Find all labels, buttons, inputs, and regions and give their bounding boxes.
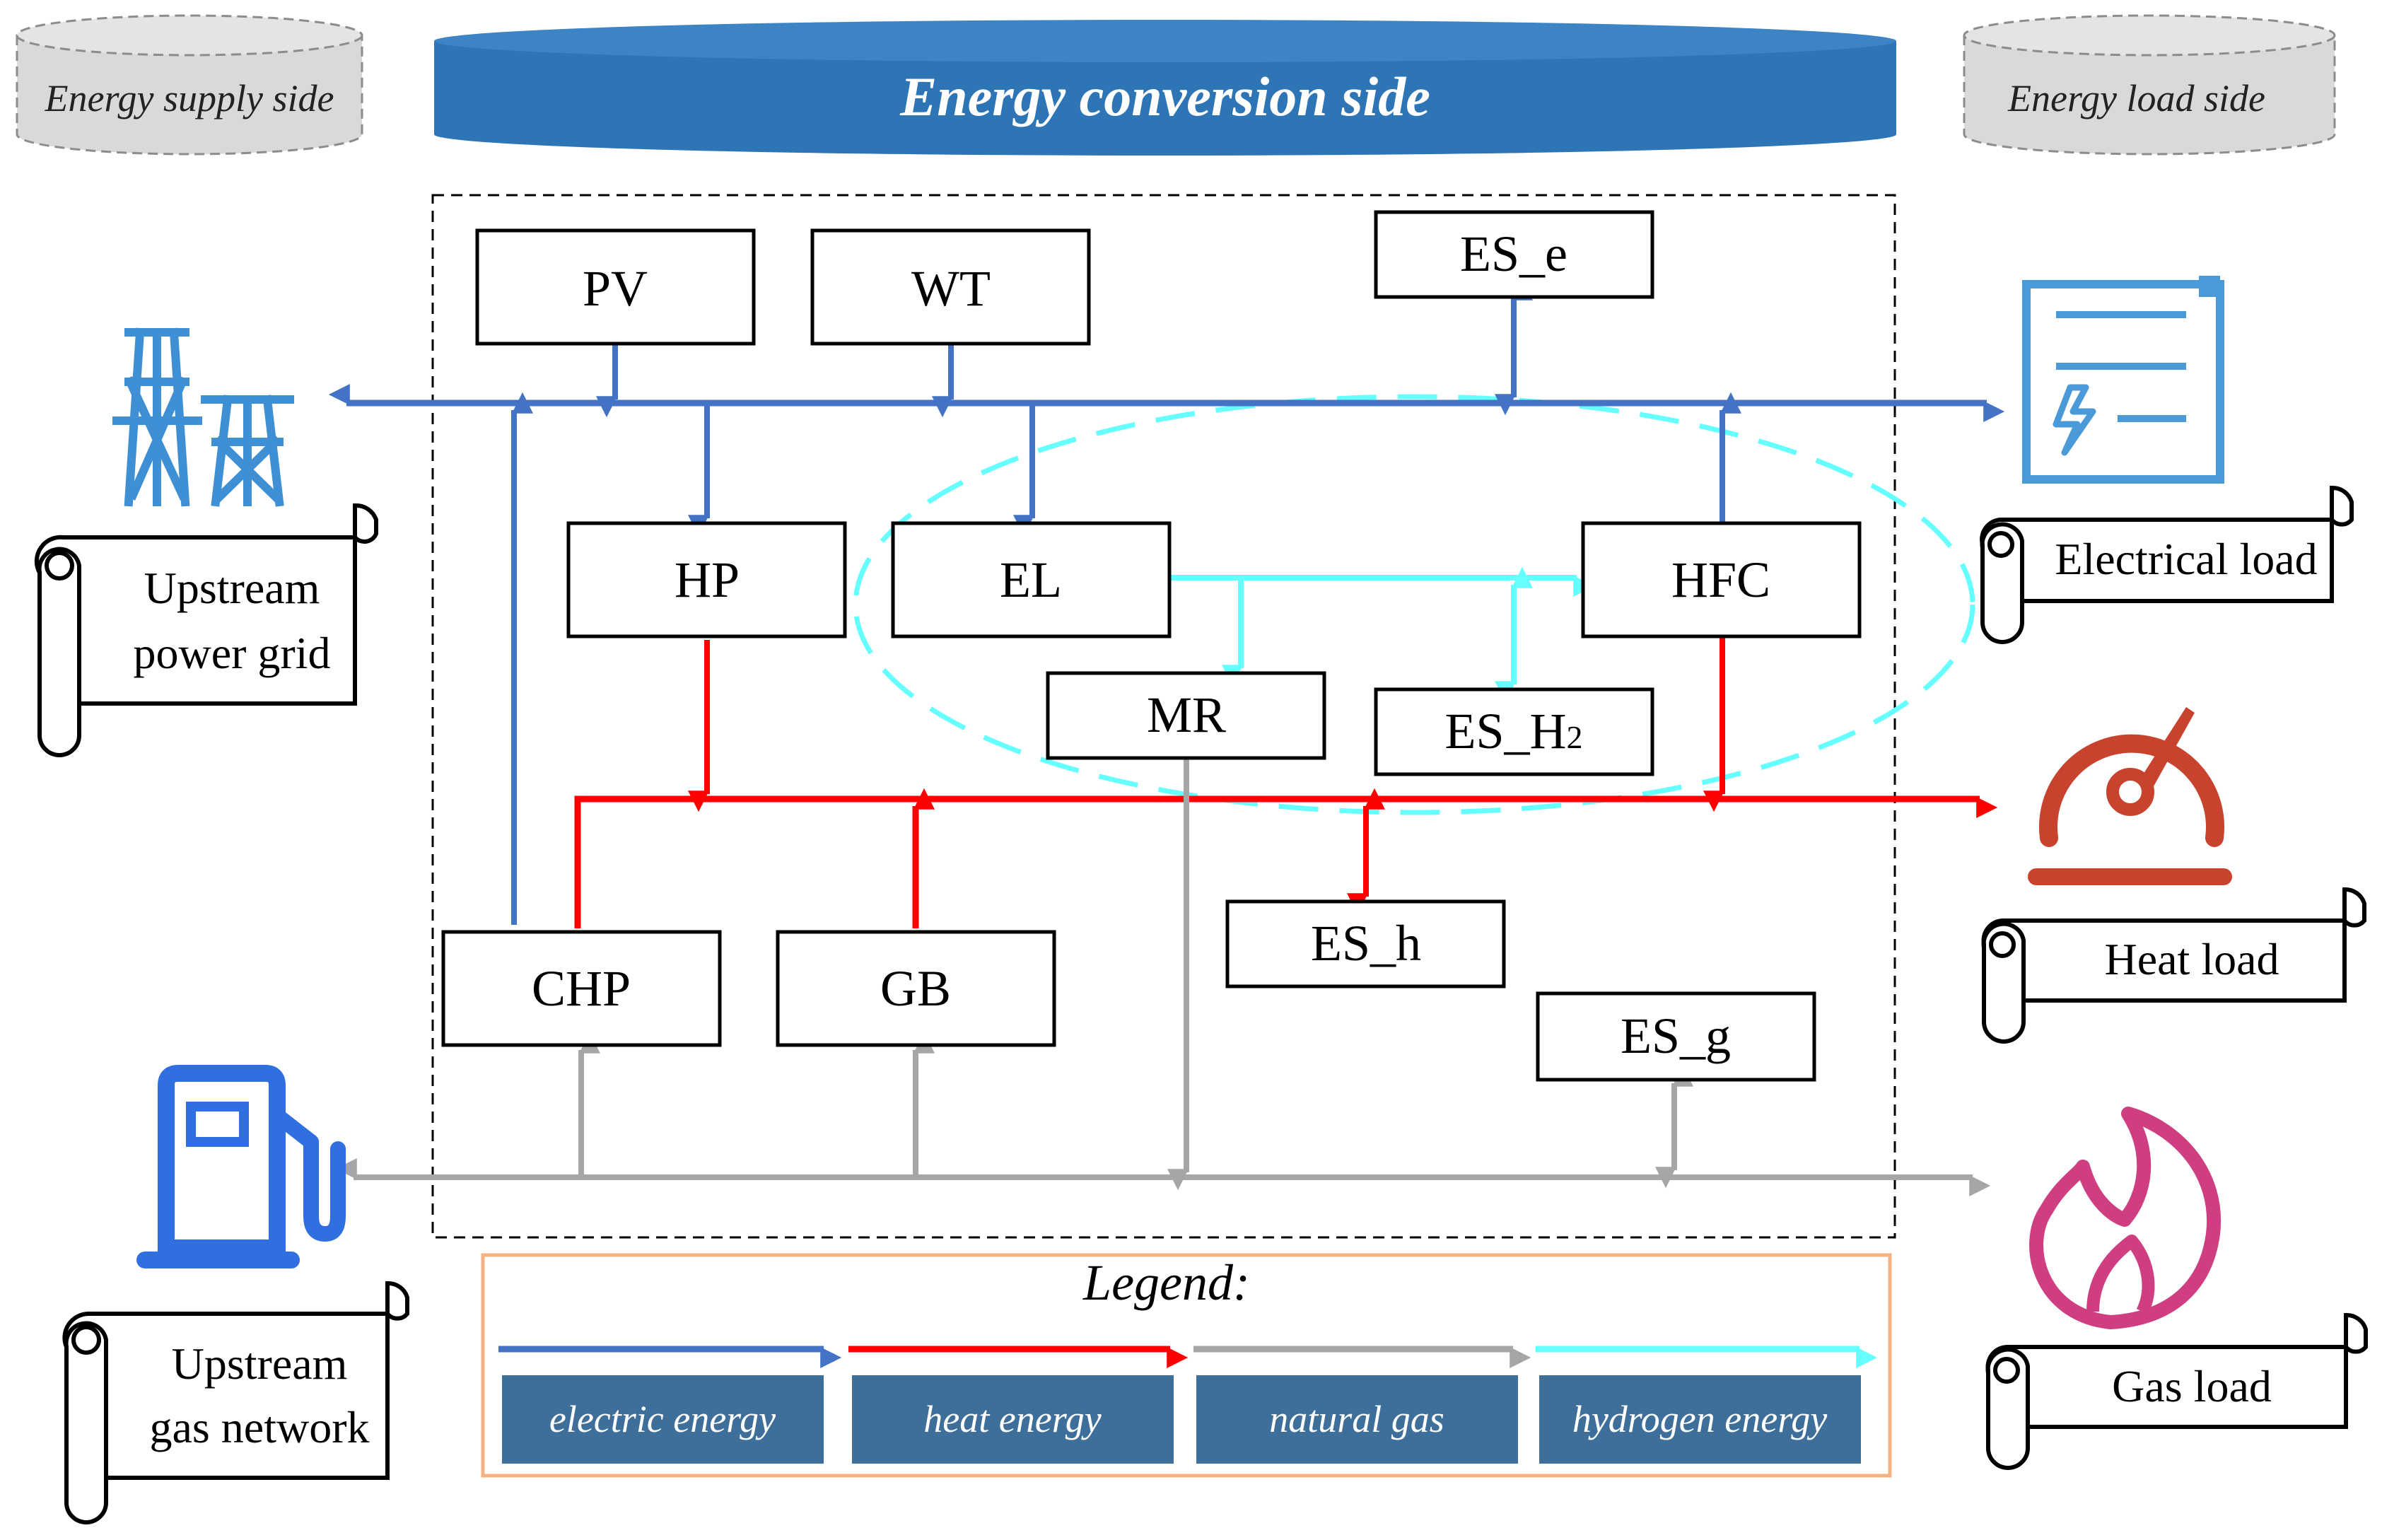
- legend-electric-box: [502, 1375, 824, 1464]
- device-wt-label: WT: [911, 260, 991, 317]
- device-es-h2-label: ES_H2: [1444, 703, 1582, 759]
- hydrogen-subsystem-outline: [853, 394, 1975, 815]
- document-bolt-icon: [2022, 276, 2224, 484]
- device-es-e-label: ES_e: [1460, 226, 1567, 282]
- scroll-heat-load: Heat load: [1981, 887, 2366, 1044]
- device-hfc: HFC: [1581, 521, 1862, 638]
- device-pv: PV: [475, 228, 756, 346]
- device-mr-label: MR: [1147, 687, 1226, 743]
- power-tower-icon: [112, 327, 294, 507]
- header-load-label: Energy load side: [2007, 77, 2265, 119]
- device-chp-label: CHP: [532, 960, 631, 1017]
- header-conversion-label: Energy conversion side: [899, 66, 1430, 127]
- device-el: EL: [891, 521, 1172, 638]
- scroll-upstream-power-line1: Upstream: [144, 563, 320, 613]
- scroll-electrical-load-label: Electrical load: [2055, 534, 2317, 584]
- device-pv-label: PV: [583, 260, 648, 317]
- legend: Legend: electric energy heat energy natu…: [481, 1253, 1892, 1478]
- legend-title: Legend:: [1082, 1254, 1250, 1311]
- system-boundary: [431, 194, 1896, 1239]
- scroll-upstream-power-line2: power grid: [133, 628, 330, 678]
- scroll-upstream-gas-line2: gas network: [149, 1402, 369, 1452]
- device-mr: MR: [1046, 671, 1326, 760]
- scroll-upstream-gas: Upstream gas network: [62, 1281, 409, 1524]
- device-hfc-label: HFC: [1671, 552, 1770, 608]
- device-es-g: ES_g: [1536, 991, 1816, 1082]
- device-chp: CHP: [441, 930, 722, 1047]
- scroll-gas-load: Gas load: [1985, 1313, 2368, 1470]
- legend-gas-label: natural gas: [1269, 1398, 1444, 1440]
- device-hp: HP: [566, 521, 847, 638]
- device-es-h: ES_h: [1225, 899, 1506, 988]
- legend-heat-label: heat energy: [923, 1398, 1101, 1440]
- legend-electric-label: electric energy: [549, 1398, 776, 1440]
- legend-gas-box: [1196, 1375, 1518, 1464]
- scroll-upstream-power: Upstream power grid: [34, 503, 378, 757]
- scroll-heat-load-label: Heat load: [2105, 934, 2279, 984]
- heat-bus-arrow: [574, 795, 1998, 928]
- header-load: Energy load side: [1963, 14, 2336, 156]
- scroll-upstream-gas-line1: Upstream: [172, 1338, 348, 1389]
- fuel-pump-icon: [136, 1065, 346, 1268]
- device-hp-label: HP: [675, 552, 740, 608]
- device-el-label: EL: [1000, 552, 1062, 608]
- device-gb: GB: [776, 930, 1056, 1047]
- legend-hydrogen-box: [1539, 1375, 1861, 1464]
- header-conversion: Energy conversion side: [434, 20, 1896, 156]
- device-es-e: ES_e: [1374, 210, 1654, 299]
- device-wt: WT: [810, 228, 1091, 346]
- device-gb-label: GB: [880, 960, 951, 1017]
- device-es-g-label: ES_g: [1621, 1008, 1731, 1064]
- gauge-icon: [2028, 707, 2232, 885]
- legend-heat-box: [852, 1375, 1174, 1464]
- legend-hydrogen-label: hydrogen energy: [1572, 1398, 1827, 1440]
- scroll-electrical-load: Electrical load: [1980, 486, 2354, 644]
- device-es-h2: ES_H2: [1374, 687, 1654, 776]
- device-es-h-label: ES_h: [1311, 915, 1421, 972]
- scroll-gas-load-label: Gas load: [2112, 1361, 2272, 1411]
- flame-icon: [2029, 1107, 2222, 1329]
- header-supply: Energy supply side: [16, 14, 363, 156]
- header-supply-label: Energy supply side: [45, 77, 334, 119]
